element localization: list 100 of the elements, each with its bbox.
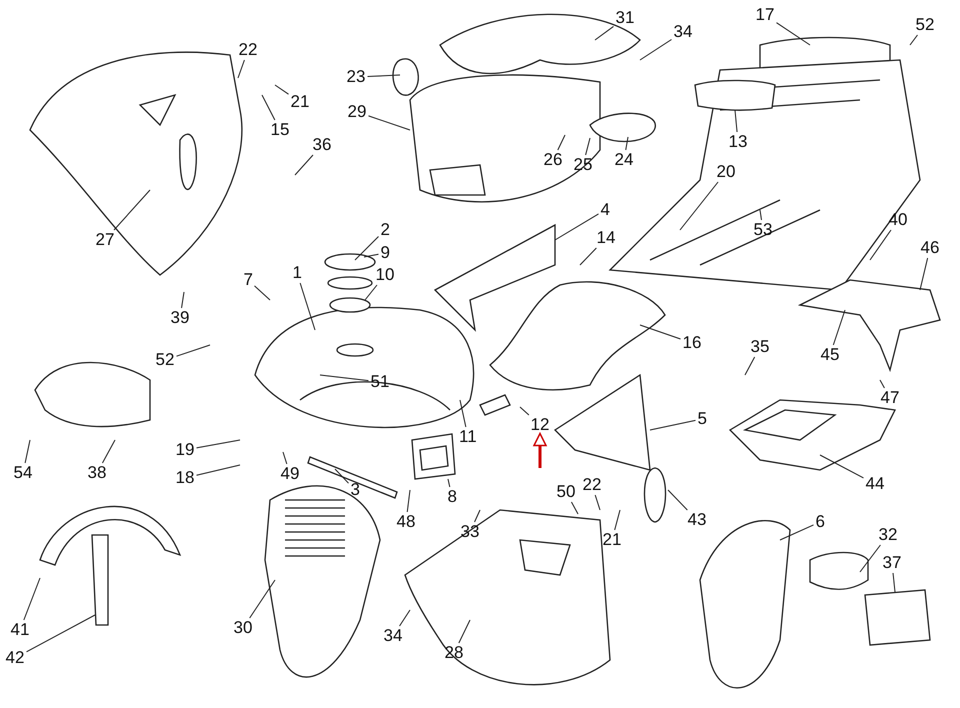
leader-line	[594, 26, 614, 40]
leader-line	[406, 490, 410, 512]
leader-line	[776, 22, 810, 46]
leader-line	[458, 620, 470, 644]
callout-number: 19	[176, 441, 194, 459]
leader-line	[23, 578, 40, 620]
callout-number: 10	[376, 266, 394, 284]
callout-number: 35	[750, 338, 770, 356]
leader-line	[320, 374, 369, 382]
leader-line	[176, 344, 210, 357]
callout-number: 44	[866, 475, 884, 493]
leader-line	[870, 230, 892, 260]
callout-number: 21	[602, 531, 622, 549]
callout-number: 45	[820, 346, 840, 364]
callout-number: 11	[459, 428, 477, 446]
callout-number: 16	[682, 334, 702, 352]
callout-number: 36	[312, 136, 332, 154]
callout-number: 1	[292, 264, 302, 282]
leader-line	[354, 236, 379, 260]
callout-number: 6	[816, 513, 825, 531]
callout-number: 7	[244, 271, 253, 289]
leader-line	[262, 94, 276, 120]
callout-number: 30	[234, 619, 252, 637]
leader-line	[860, 544, 881, 572]
callout-number: 52	[156, 351, 174, 369]
leader-line	[760, 210, 762, 220]
leader-line	[364, 284, 378, 300]
callout-number: 8	[448, 488, 457, 506]
leader-line	[196, 440, 240, 448]
leader-line	[680, 182, 719, 230]
leader-line	[594, 494, 600, 510]
leader-line	[580, 248, 597, 266]
leader-line	[238, 60, 245, 78]
leader-line	[668, 490, 688, 510]
leader-line	[181, 292, 184, 308]
callout-number: 22	[238, 41, 258, 59]
leader-line	[300, 282, 316, 330]
leader-line	[474, 510, 480, 522]
callout-number: 34	[674, 23, 692, 41]
callout-number: 37	[882, 554, 902, 572]
leader-line	[114, 190, 150, 230]
callout-number: 41	[10, 621, 30, 639]
callout-number: 27	[96, 231, 114, 249]
leader-line	[24, 440, 30, 464]
leader-line	[880, 380, 885, 388]
leader-line	[920, 258, 928, 290]
callout-number: 48	[396, 513, 416, 531]
callout-number: 47	[880, 389, 900, 407]
callout-number: 12	[530, 416, 550, 434]
leader-line	[910, 34, 918, 46]
callout-number: 22	[582, 476, 602, 494]
leader-line	[520, 406, 530, 416]
callout-number: 21	[290, 93, 310, 111]
leader-line	[734, 110, 738, 132]
callout-number: 31	[616, 9, 634, 27]
callout-number: 53	[754, 221, 772, 239]
leader-line	[364, 254, 379, 258]
callout-number: 52	[916, 16, 934, 34]
callout-number: 9	[380, 244, 390, 262]
leader-line	[254, 285, 270, 300]
leader-line	[820, 454, 864, 478]
leader-line	[102, 440, 116, 464]
callout-number: 39	[170, 309, 190, 327]
leader-line	[585, 138, 590, 156]
callout-number: 3	[350, 481, 360, 499]
callout-number: 18	[176, 469, 194, 487]
callout-number: 43	[688, 511, 706, 529]
callout-number: 34	[384, 627, 402, 645]
leader-line	[282, 452, 288, 464]
leader-line	[614, 510, 620, 530]
callout-number: 26	[544, 151, 562, 169]
leader-line	[640, 39, 672, 60]
leader-line	[460, 400, 466, 428]
leader-line	[249, 580, 276, 618]
callout-number: 46	[920, 239, 940, 257]
leader-line	[650, 420, 696, 430]
callout-number: 23	[346, 68, 366, 86]
leader-line	[26, 614, 96, 652]
arrow	[533, 432, 547, 468]
callout-number: 17	[756, 6, 774, 24]
leader-line	[832, 310, 846, 346]
callout-number: 2	[380, 221, 390, 239]
leader-line	[367, 74, 400, 77]
leader-line	[448, 478, 450, 488]
callout-number: 20	[716, 163, 736, 181]
callout-number: 50	[556, 483, 576, 501]
callout-number: 42	[6, 649, 24, 667]
leader-line	[294, 154, 314, 176]
callout-number: 38	[88, 464, 106, 482]
leader-line	[744, 356, 756, 376]
callout-number: 14	[596, 229, 616, 247]
callout-number: 24	[614, 151, 634, 169]
callout-number: 15	[270, 121, 290, 139]
leader-line	[399, 610, 410, 626]
leader-line	[625, 136, 628, 150]
callout-number: 5	[698, 410, 707, 428]
callout-number: 32	[878, 526, 898, 544]
leader-line	[368, 115, 410, 130]
callout-number: 49	[280, 465, 300, 483]
leader-line	[892, 572, 896, 592]
